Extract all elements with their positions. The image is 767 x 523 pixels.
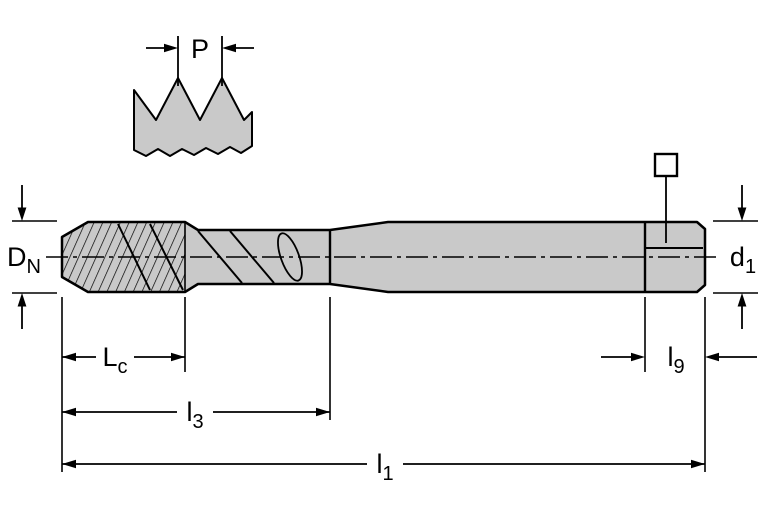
dimension-thread-length: l3 (62, 397, 330, 433)
arrow-head (222, 43, 236, 53)
arrow-head (17, 293, 27, 307)
thread-profile-detail: P (133, 34, 254, 157)
square-drive-callout (653, 152, 679, 243)
dimension-nominal-diameter: DN (7, 185, 57, 329)
square-drive-symbol-icon (653, 152, 679, 178)
arrow-head (164, 43, 178, 53)
dimension-shank-diameter: d1 (713, 185, 758, 329)
thread-length-label: l3 (186, 397, 203, 433)
flute-curve (229, 230, 275, 284)
thread-profile-shape (133, 77, 253, 157)
pitch-dimension (146, 36, 254, 86)
arrow-head (691, 459, 705, 469)
arrow-head (171, 352, 185, 362)
extension-lines (61, 297, 706, 472)
tap-body (46, 220, 720, 294)
nominal-diameter-label: DN (7, 242, 41, 278)
arrow-head (737, 207, 747, 221)
arrow-head (705, 352, 719, 362)
arrow-head (17, 207, 27, 221)
dimension-square-length: l9 (601, 342, 757, 378)
arrow-head (316, 407, 330, 417)
pitch-label: P (191, 34, 209, 64)
dimension-chamfer-length: Lc (62, 342, 185, 378)
overall-length-label: l1 (376, 449, 393, 485)
flute-runout (277, 232, 303, 282)
square-length-label: l9 (667, 342, 684, 378)
arrow-head (62, 352, 76, 362)
arrow-head (62, 459, 76, 469)
shank-diameter-label: d1 (730, 242, 756, 278)
arrow-head (62, 407, 76, 417)
arrow-head (737, 293, 747, 307)
arrow-head (631, 352, 645, 362)
chamfer-length-label: Lc (102, 342, 127, 378)
dimension-overall-length: l1 (62, 449, 705, 485)
